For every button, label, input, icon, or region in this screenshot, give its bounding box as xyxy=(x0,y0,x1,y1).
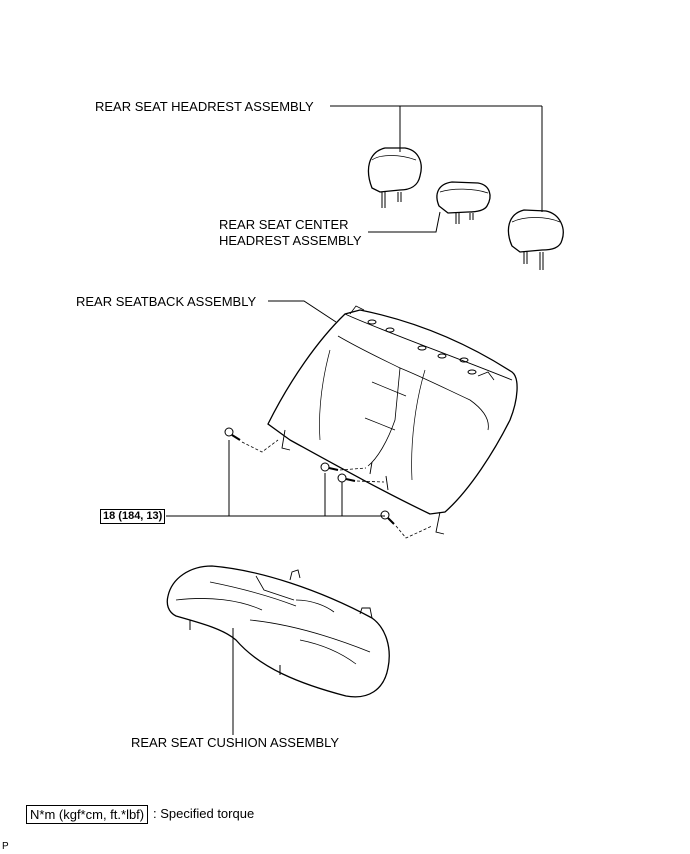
center-headrest-label-line2: HEADREST ASSEMBLY xyxy=(219,233,362,248)
headrest-assembly-label: REAR SEAT HEADREST ASSEMBLY xyxy=(95,99,314,114)
headrest-leader-lines xyxy=(330,105,543,212)
seatback-leader-line xyxy=(268,300,337,323)
torque-leader-lines xyxy=(166,440,385,517)
figure-code: P xyxy=(2,841,9,852)
bolt-center-lower xyxy=(337,473,385,483)
right-headrest-part xyxy=(507,209,564,270)
bolt-right xyxy=(380,510,433,539)
bolt-left xyxy=(224,427,279,453)
rear-seat-cushion-part xyxy=(166,565,390,698)
center-headrest-label-line1: REAR SEAT CENTER xyxy=(219,217,349,232)
center-headrest-part xyxy=(436,181,491,224)
torque-unit-legend-box: N*m (kgf*cm, ft.*lbf) xyxy=(26,805,149,824)
torque-legend-description: : Specified torque xyxy=(153,806,255,821)
rear-seatback-part xyxy=(267,305,518,535)
left-headrest-part xyxy=(367,147,422,208)
bolt-center-upper xyxy=(320,462,367,472)
torque-value-box: 18 (184, 13) xyxy=(100,509,166,524)
center-headrest-leader-line xyxy=(368,211,441,233)
cushion-assembly-label: REAR SEAT CUSHION ASSEMBLY xyxy=(131,735,340,750)
seatback-assembly-label: REAR SEATBACK ASSEMBLY xyxy=(76,294,257,309)
